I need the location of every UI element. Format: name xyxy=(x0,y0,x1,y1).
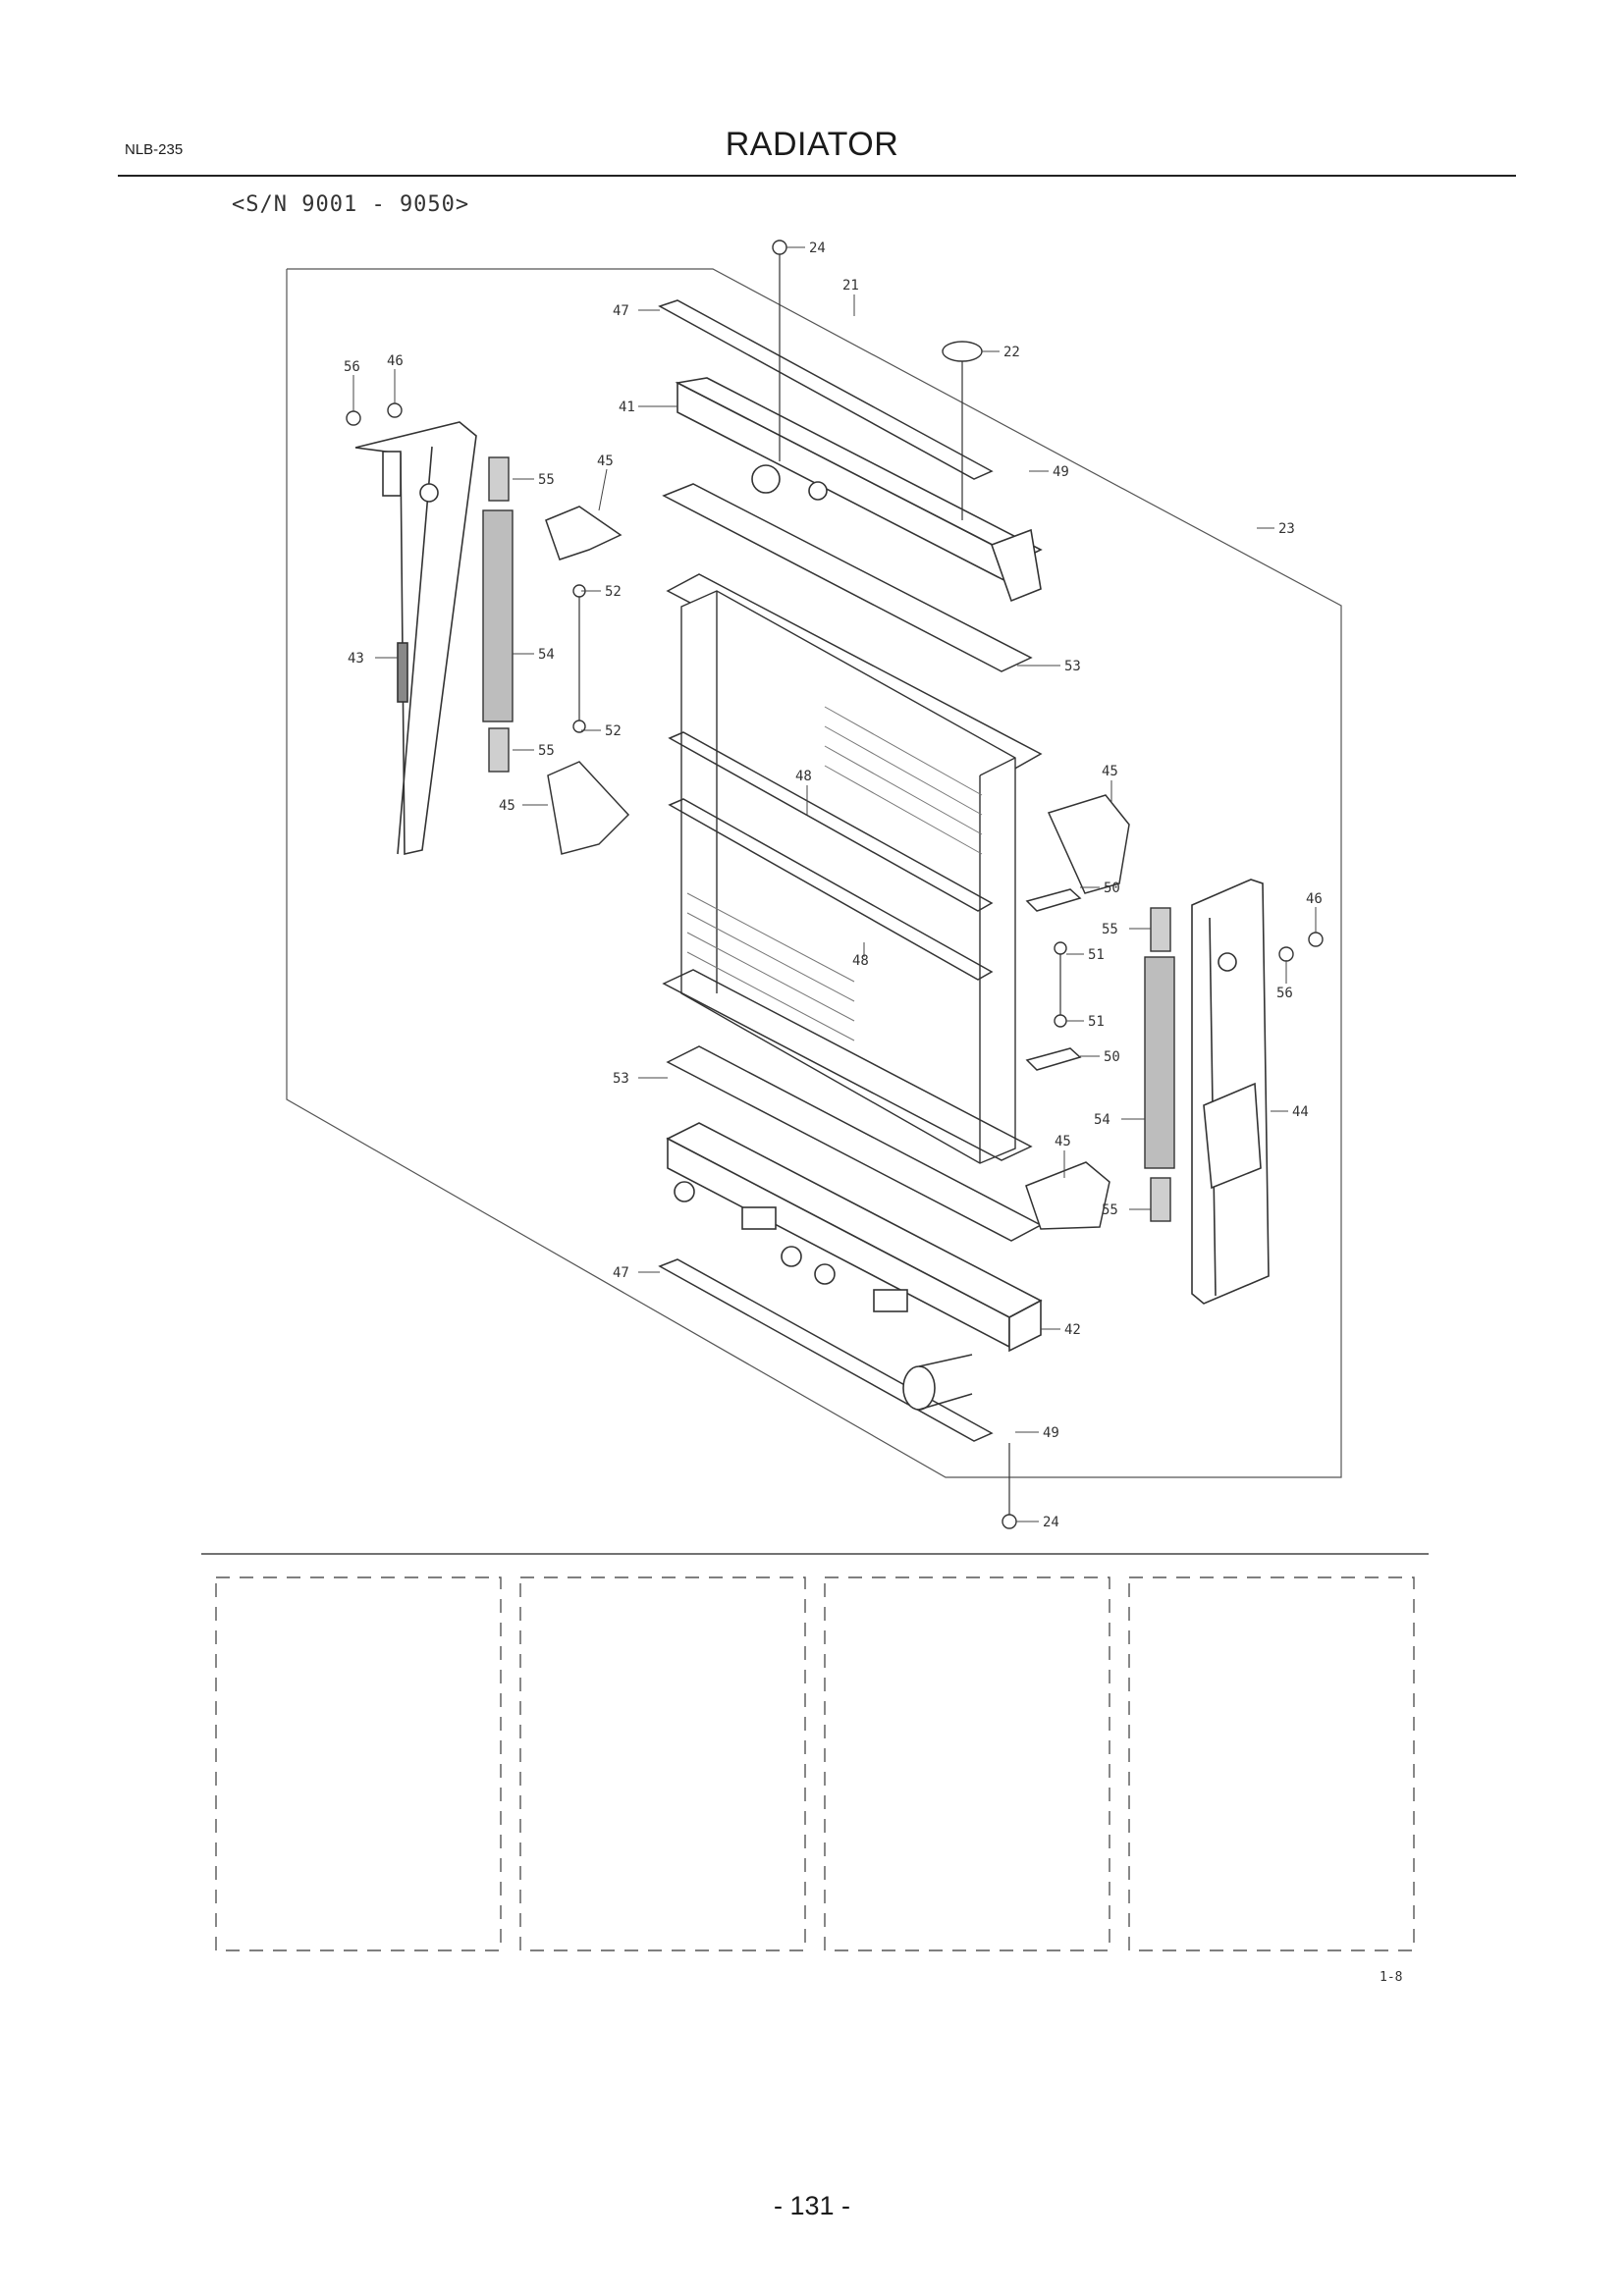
middle-strips xyxy=(668,731,994,981)
assembly-outline xyxy=(286,268,1342,1478)
callout-54-left: 54 xyxy=(538,647,555,663)
note-box-1 xyxy=(215,1576,502,1951)
callout-54-right: 54 xyxy=(1094,1112,1110,1128)
callout-55-lower-right: 55 xyxy=(1102,1202,1118,1218)
callout-55-upper-left: 55 xyxy=(538,472,555,488)
note-box-2 xyxy=(519,1576,806,1951)
left-seal-strips xyxy=(482,456,514,773)
callout-52-lower: 52 xyxy=(605,723,622,739)
callout-50-lower: 50 xyxy=(1104,1049,1120,1065)
callout-56-left: 56 xyxy=(344,359,360,375)
document-code: NLB-235 xyxy=(125,141,184,158)
callout-23: 23 xyxy=(1278,521,1295,537)
callout-49-top: 49 xyxy=(1053,464,1069,480)
callout-47-top: 47 xyxy=(613,303,629,319)
note-boxes xyxy=(215,1576,1415,1951)
right-side-plate xyxy=(1191,879,1270,1305)
callout-22: 22 xyxy=(1003,345,1020,360)
radiator-core xyxy=(680,590,1016,1164)
callout-48-lower: 48 xyxy=(852,953,869,969)
callout-48-upper: 48 xyxy=(795,769,812,784)
note-box-4 xyxy=(1128,1576,1415,1951)
drawing-reference: 1-8 xyxy=(1380,1970,1403,1985)
callout-leaders xyxy=(352,246,1317,1522)
callout-49-bottom: 49 xyxy=(1043,1425,1059,1441)
callout-42: 42 xyxy=(1064,1322,1081,1338)
callout-45-upper-right: 45 xyxy=(1102,764,1118,779)
callout-47-bottom: 47 xyxy=(613,1265,629,1281)
callout-46-left: 46 xyxy=(387,353,404,369)
callout-45-lower-left: 45 xyxy=(499,798,515,814)
note-box-3 xyxy=(824,1576,1110,1951)
bottom-tank xyxy=(666,1122,1043,1411)
callout-51-lower: 51 xyxy=(1088,1014,1105,1030)
callout-41: 41 xyxy=(619,400,635,415)
callout-46-right: 46 xyxy=(1306,891,1323,907)
page-number: - 131 - xyxy=(773,2191,851,2220)
serial-number-range: <S/N 9001 - 9050> xyxy=(232,192,470,217)
callout-labels: 24 21 47 22 56 46 41 55 45 49 23 52 43 5… xyxy=(344,240,1323,1530)
callout-43: 43 xyxy=(348,651,364,667)
right-brackets xyxy=(1025,794,1130,1230)
left-brackets xyxy=(545,506,630,855)
callout-55-upper-right: 55 xyxy=(1102,922,1118,937)
bolt-shafts xyxy=(578,254,1061,1515)
callout-53-lower: 53 xyxy=(613,1071,629,1087)
callout-24-top: 24 xyxy=(809,240,826,256)
left-side-plate xyxy=(354,421,477,855)
callout-44: 44 xyxy=(1292,1104,1309,1120)
right-seal-strips xyxy=(1144,907,1175,1222)
callout-21: 21 xyxy=(842,278,859,294)
callout-55-lower-left: 55 xyxy=(538,743,555,759)
callout-45-lower-right: 45 xyxy=(1055,1134,1071,1149)
callout-45-upper-left: 45 xyxy=(597,454,614,469)
callout-52-upper: 52 xyxy=(605,584,622,600)
callout-51-upper: 51 xyxy=(1088,947,1105,963)
page-title: RADIATOR xyxy=(725,126,899,163)
top-tank xyxy=(675,377,1043,603)
callout-50-upper: 50 xyxy=(1104,881,1120,896)
callout-56-right: 56 xyxy=(1276,986,1293,1001)
callout-24-bottom: 24 xyxy=(1043,1515,1059,1530)
callout-53-upper: 53 xyxy=(1064,659,1081,674)
